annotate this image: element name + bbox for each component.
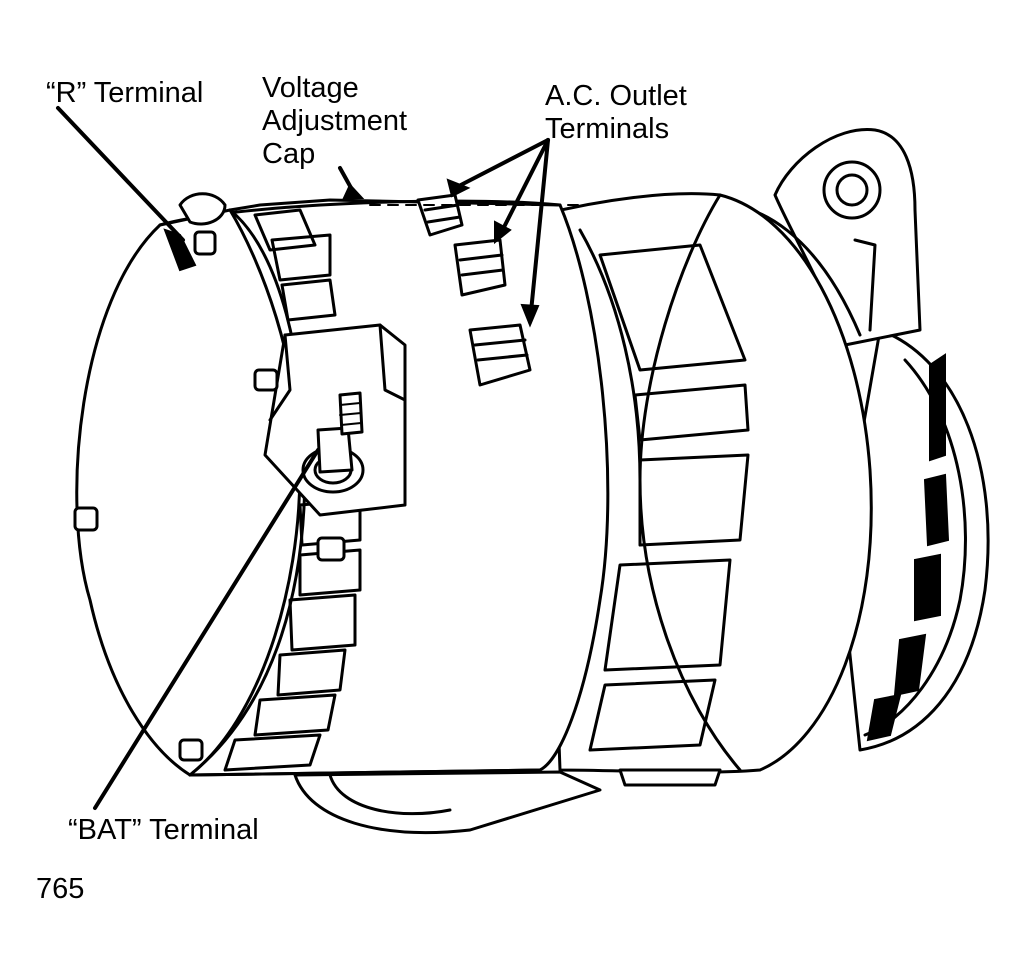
r-terminal-cap [163,192,227,272]
ac-outlet-terminals-label: A.C. Outlet Terminals [545,80,687,146]
bolts [73,230,346,762]
bottom-foot [293,768,722,834]
bat-terminal-block [263,323,407,517]
r-terminal-label: “R” Terminal [46,77,204,109]
voltage-cap-line-3: Cap [262,138,316,170]
voltage-adjustment-cap-label: Voltage Adjustment Cap [262,72,407,171]
ac-outlet-line-2: Terminals [545,113,670,145]
leader-lines [56,106,581,810]
bat-terminal-label: “BAT” Terminal [68,814,259,846]
voltage-cap-line-1: Voltage [262,72,359,104]
ac-outlet-line-1: A.C. Outlet [545,80,687,112]
voltage-cap-line-2: Adjustment [262,105,408,137]
figure-number: 765 [36,873,85,905]
rear-housing [838,328,990,752]
